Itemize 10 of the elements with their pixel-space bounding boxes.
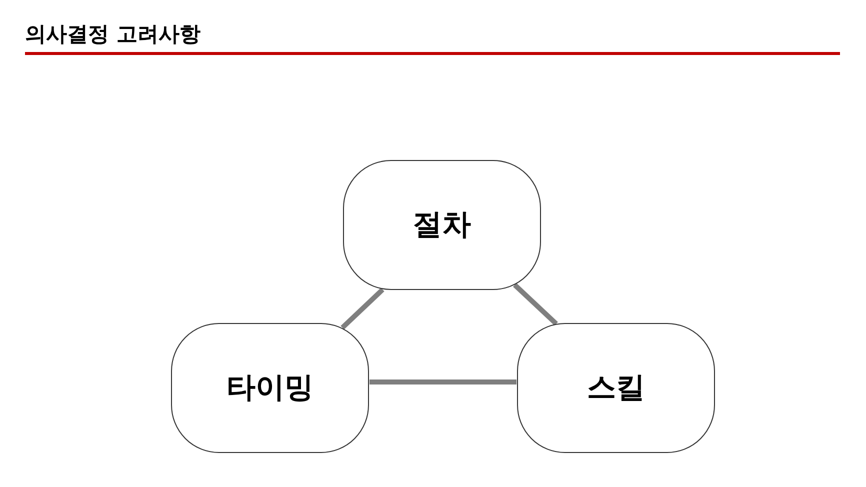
box-label: 타이밍	[226, 369, 314, 406]
rounded-box	[517, 323, 715, 453]
connector-line	[513, 283, 558, 326]
box-label: 스킬	[587, 369, 645, 406]
box-label: 절차	[413, 206, 471, 243]
connector-line	[370, 380, 516, 384]
rounded-box	[343, 160, 541, 290]
connector-line	[340, 288, 384, 330]
rounded-box	[171, 323, 369, 453]
title: 의사결정 고려사항	[25, 21, 200, 48]
